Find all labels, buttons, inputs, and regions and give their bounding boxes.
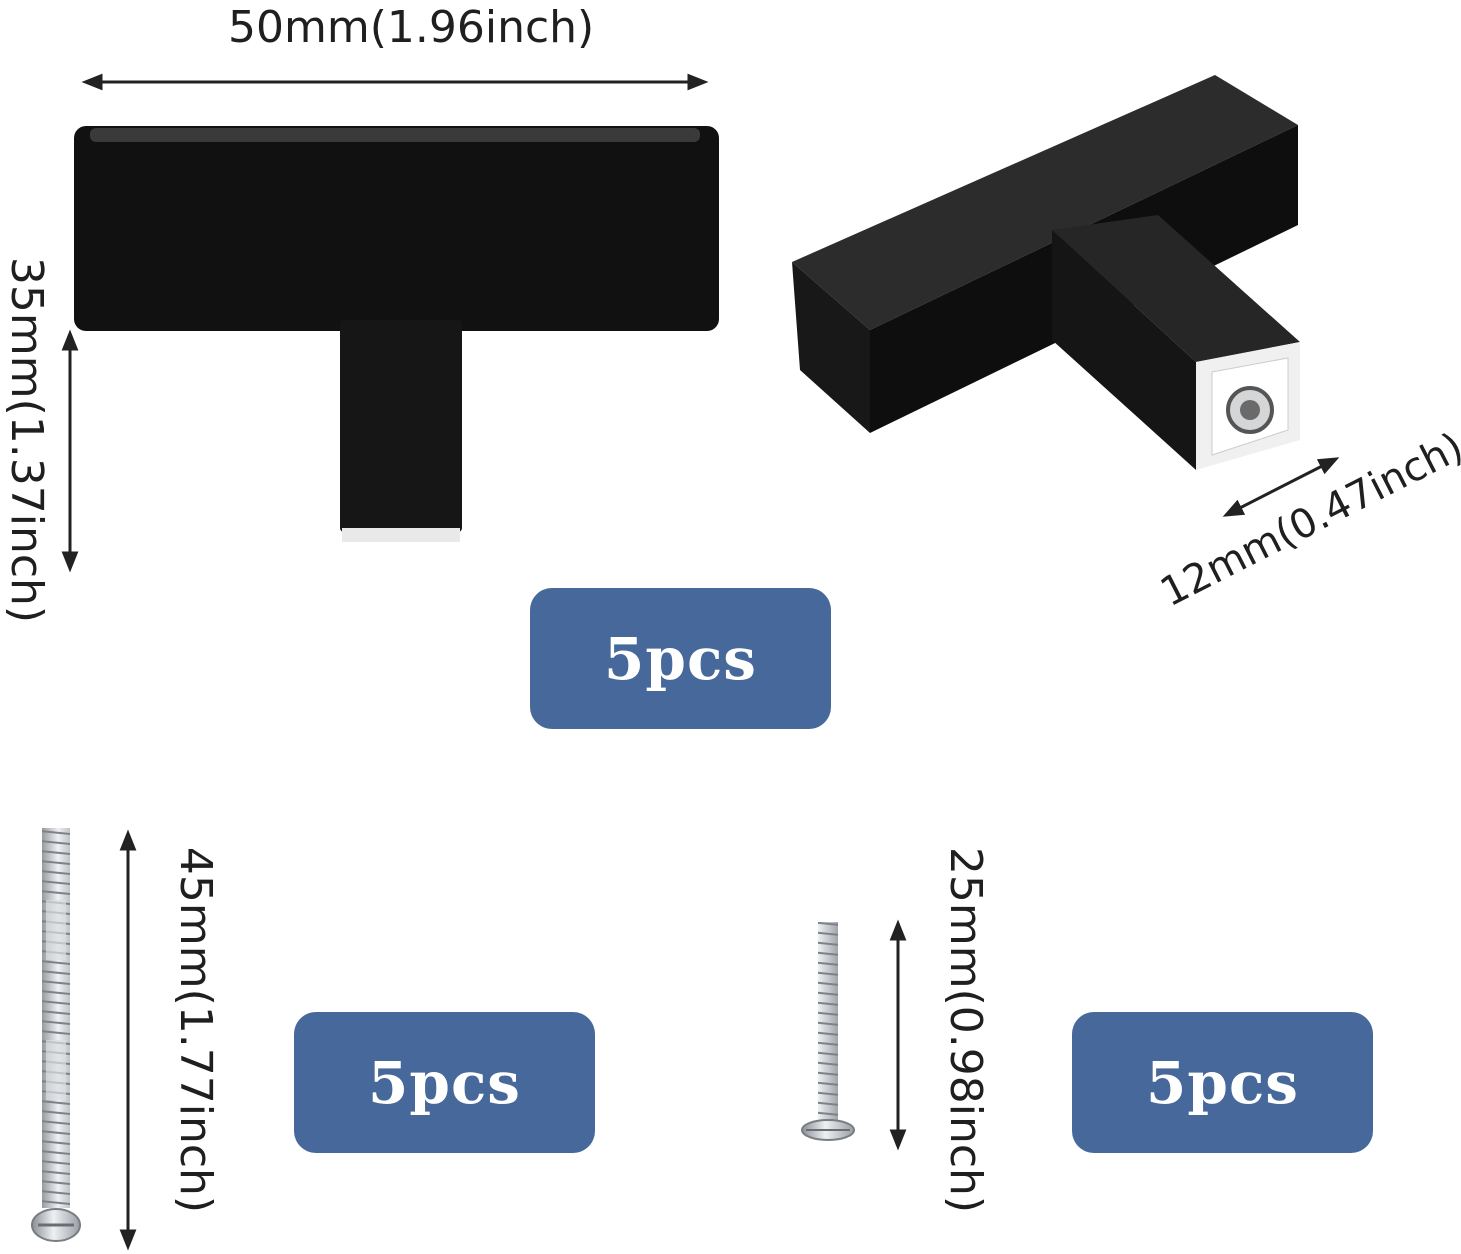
long-screw	[31, 828, 81, 1242]
long-screw-label: 45mm(1.77inch)	[170, 846, 221, 1214]
long-screw-quantity-text: 5pcs	[368, 1048, 521, 1117]
knob-front-view	[74, 126, 719, 542]
base-width-arrow	[1222, 457, 1340, 517]
knob-quantity-badge: 5pcs	[530, 588, 831, 729]
short-screw-quantity-badge: 5pcs	[1072, 1012, 1373, 1153]
knob-quantity-text: 5pcs	[604, 624, 757, 693]
short-screw-quantity-text: 5pcs	[1146, 1048, 1299, 1117]
short-screw	[801, 922, 855, 1141]
knob-width-label: 50mm(1.96inch)	[228, 2, 595, 53]
short-screw-label: 25mm(0.98inch)	[940, 846, 991, 1214]
knob-angled-view	[792, 75, 1300, 470]
long-screw-quantity-badge: 5pcs	[294, 1012, 595, 1153]
knob-height-label: 35mm(1.37inch)	[1, 256, 52, 624]
